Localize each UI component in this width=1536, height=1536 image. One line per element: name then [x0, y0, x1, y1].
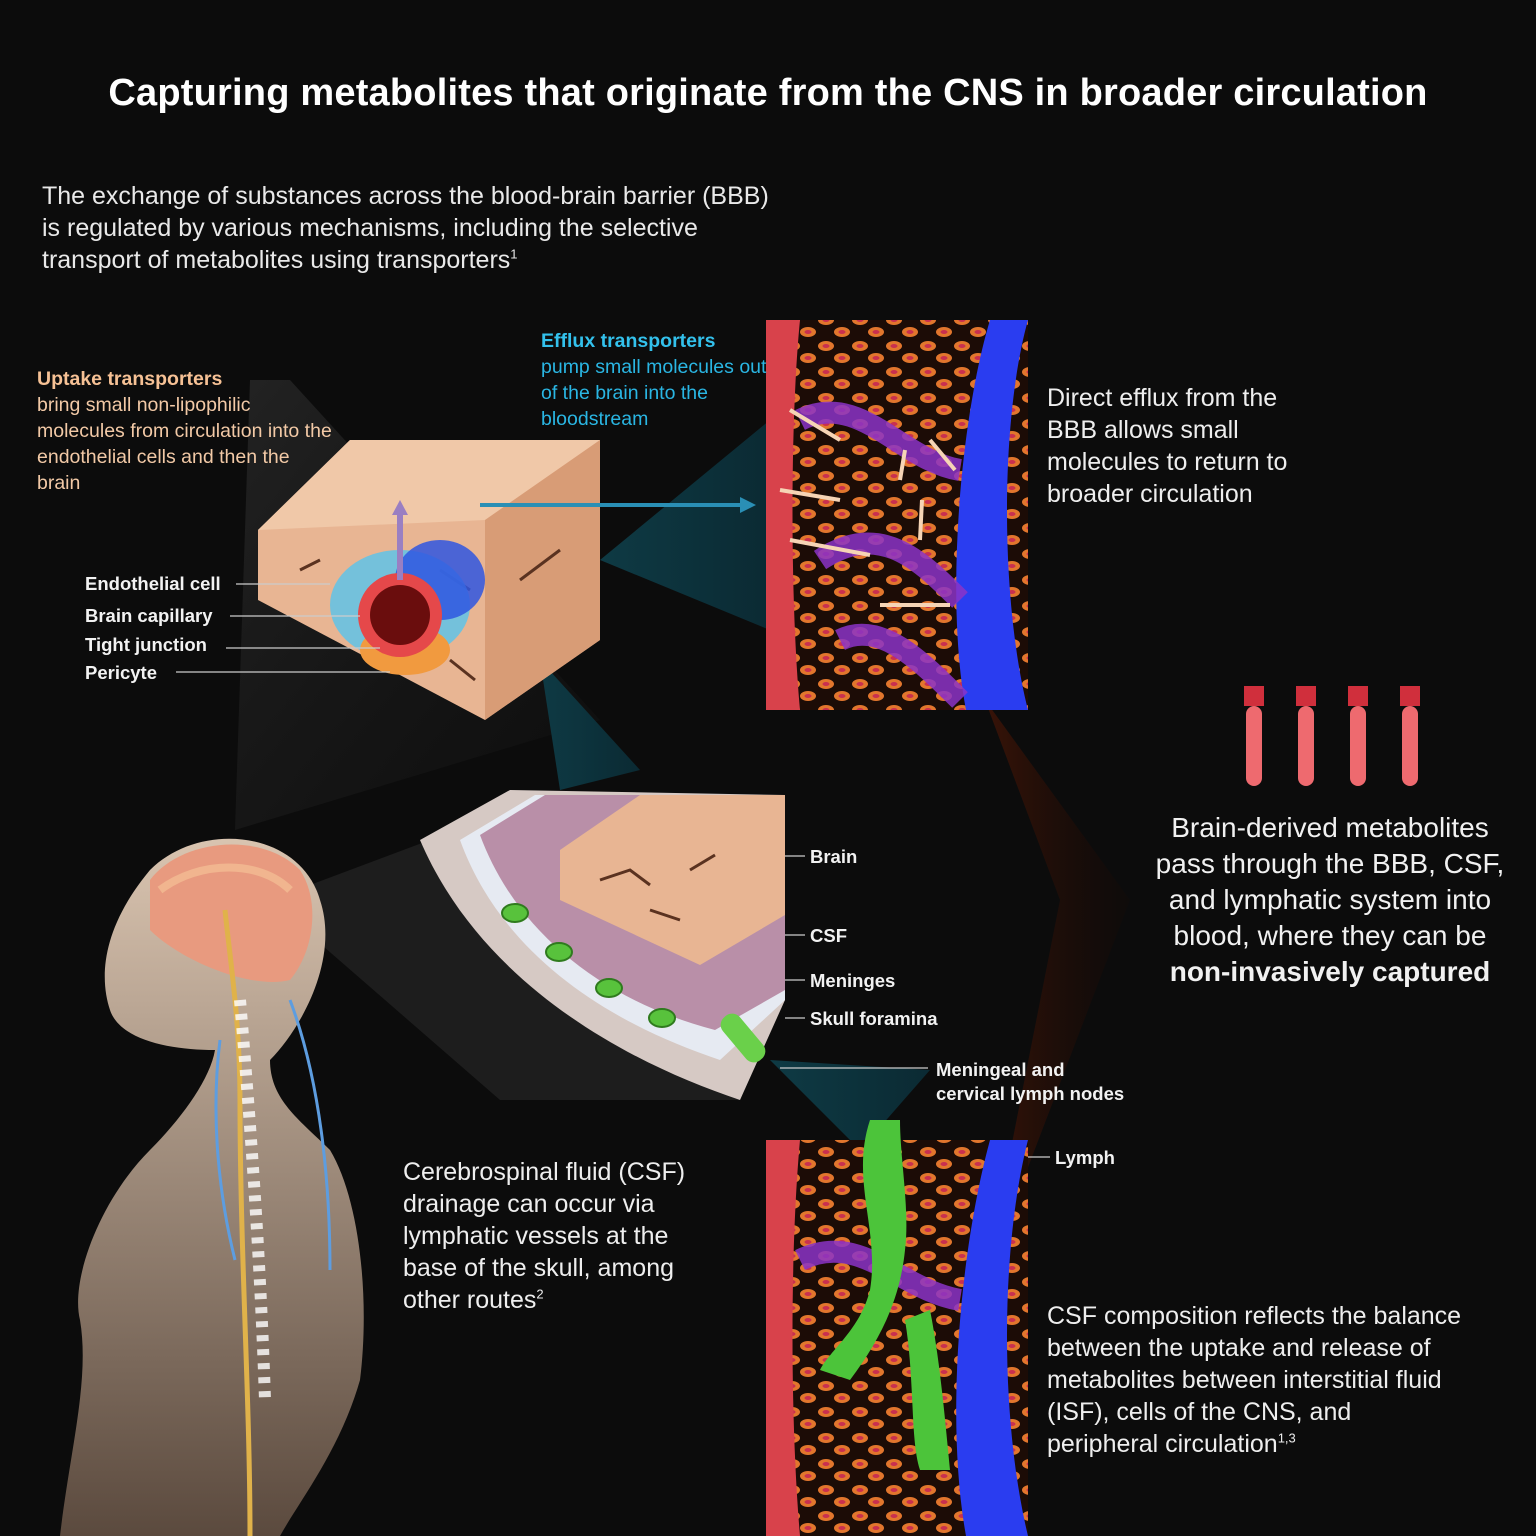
capillary-cube [258, 440, 756, 720]
vessel-panel-top [766, 320, 1028, 710]
intro-text: The exchange of substances across the bl… [42, 180, 782, 276]
human-figure [60, 838, 364, 1536]
beam-summary [985, 700, 1130, 1280]
intro-body: The exchange of substances across the bl… [42, 182, 769, 274]
label-lymph-nodes-line2: cervical lymph nodes [936, 1083, 1125, 1104]
efflux-body: pump small molecules out of the brain in… [541, 356, 767, 430]
label-tight-junction: Tight junction [85, 634, 207, 655]
beam-efflux [600, 420, 770, 630]
label-meninges: Meninges [810, 970, 896, 991]
label-lymph-nodes-line1: Meningeal and [936, 1059, 1065, 1080]
uptake-heading: Uptake transporters [37, 368, 223, 390]
direct-efflux-text: Direct efflux from the BBB allows small … [1047, 384, 1288, 508]
label-pericyte: Pericyte [85, 662, 157, 683]
label-skull-foramina: Skull foramina [810, 1008, 938, 1029]
layer-leaders [780, 855, 1050, 1158]
uptake-body: bring small non-lipophilic molecules fro… [37, 394, 332, 494]
layer-section [420, 790, 785, 1100]
beam-lymph [770, 1060, 930, 1150]
label-csf: CSF [810, 925, 847, 946]
efflux-callout: Efflux transporters pump small molecules… [541, 328, 781, 432]
summary-body: Brain-derived metabolites pass through t… [1155, 812, 1505, 951]
csf-composition-body: CSF composition reflects the balance bet… [1047, 1302, 1462, 1458]
csf-drainage-body: Cerebrospinal fluid (CSF) drainage can o… [403, 1158, 686, 1314]
page-title: Capturing metabolites that originate fro… [108, 72, 1428, 114]
summary-bold: non-invasively captured [1169, 956, 1491, 987]
csf-drainage-ref: 2 [536, 1286, 544, 1302]
blood-tubes [1244, 686, 1420, 786]
uptake-callout: Uptake transporters bring small non-lipo… [37, 366, 337, 496]
csf-composition-text: CSF composition reflects the balance bet… [1047, 1300, 1467, 1460]
capillary-leaders [176, 583, 390, 673]
label-endothelial-cell: Endothelial cell [85, 573, 221, 594]
beam-down [540, 660, 640, 790]
vessel-panel-bottom [766, 1120, 1028, 1536]
csf-composition-ref: 1,3 [1277, 1430, 1296, 1446]
label-lymph: Lymph [1055, 1147, 1115, 1168]
csf-drainage-text: Cerebrospinal fluid (CSF) drainage can o… [403, 1156, 723, 1316]
efflux-heading: Efflux transporters [541, 330, 716, 352]
intro-ref: 1 [510, 246, 518, 262]
summary-text: Brain-derived metabolites pass through t… [1140, 810, 1520, 990]
label-brain: Brain [810, 846, 858, 867]
label-brain-capillary: Brain capillary [85, 605, 213, 626]
